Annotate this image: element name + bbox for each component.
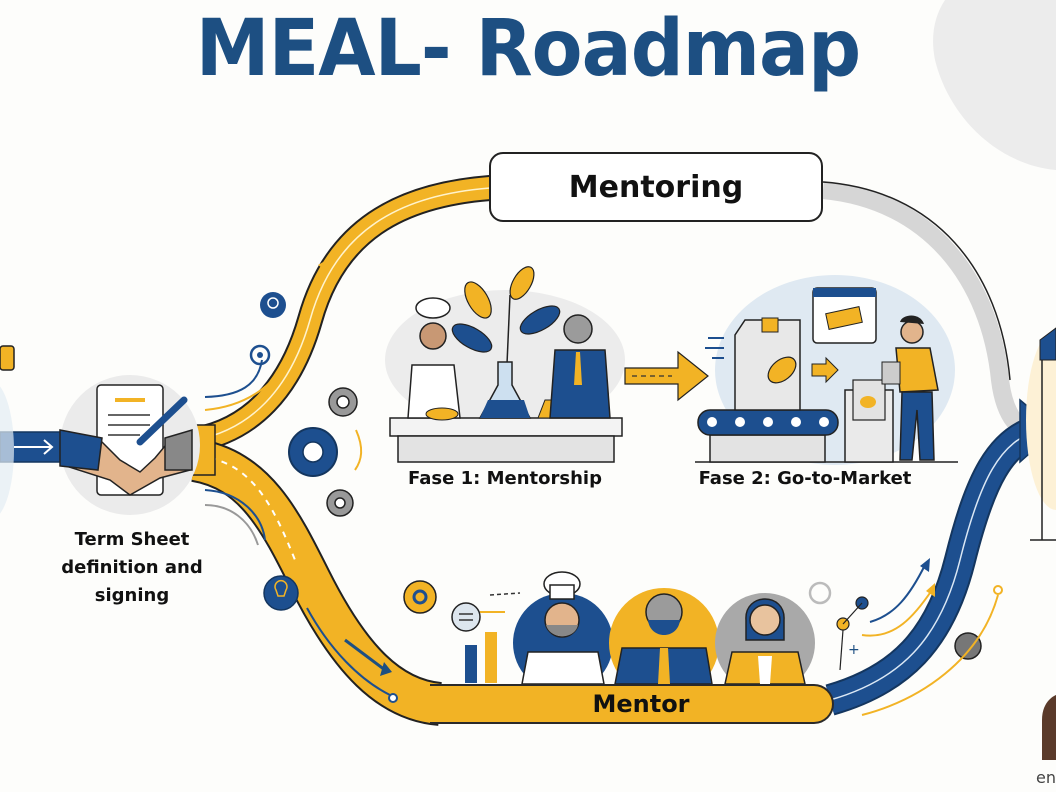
chef-hat xyxy=(415,297,451,319)
idea-icon xyxy=(263,575,299,611)
page-title: MEAL- Roadmap xyxy=(195,4,861,94)
mentor-label-text: Mentor xyxy=(592,690,690,718)
mentor-track-label: Mentor xyxy=(430,684,834,724)
lightbulb-icon xyxy=(260,292,286,318)
mentoring-label-text: Mentoring xyxy=(568,169,744,205)
brand-logo xyxy=(1042,695,1056,760)
phase-arrow xyxy=(624,350,709,402)
mentorship-illustration xyxy=(389,266,623,463)
decorative-blob xyxy=(933,0,1056,170)
spiral-icon xyxy=(249,344,271,366)
product-bag-icon xyxy=(734,319,801,411)
settings-badge-icon xyxy=(403,580,437,614)
mentoring-track-label: Mentoring xyxy=(489,152,823,222)
bar-chart-icon xyxy=(465,645,477,683)
go-to-market-illustration xyxy=(695,287,958,463)
gear-icon-main xyxy=(288,427,338,477)
share-icon xyxy=(954,632,982,660)
refresh-icon xyxy=(808,581,832,605)
phase-1-label: Fase 1: Mentorship xyxy=(408,468,602,489)
gear-icon-top xyxy=(328,387,358,417)
chart-badge-icon xyxy=(0,345,15,371)
brand-text: en xyxy=(1036,768,1056,787)
svg-text:+: + xyxy=(848,642,860,658)
gear-icon-bottom xyxy=(326,489,354,517)
phase-2-label: Fase 2: Go-to-Market xyxy=(698,468,912,489)
equals-badge-icon xyxy=(451,602,481,632)
pen-icon xyxy=(136,396,188,446)
leaf-icon xyxy=(464,281,492,319)
market-stall-icon xyxy=(1026,327,1056,541)
mentor-portraits xyxy=(513,571,815,698)
